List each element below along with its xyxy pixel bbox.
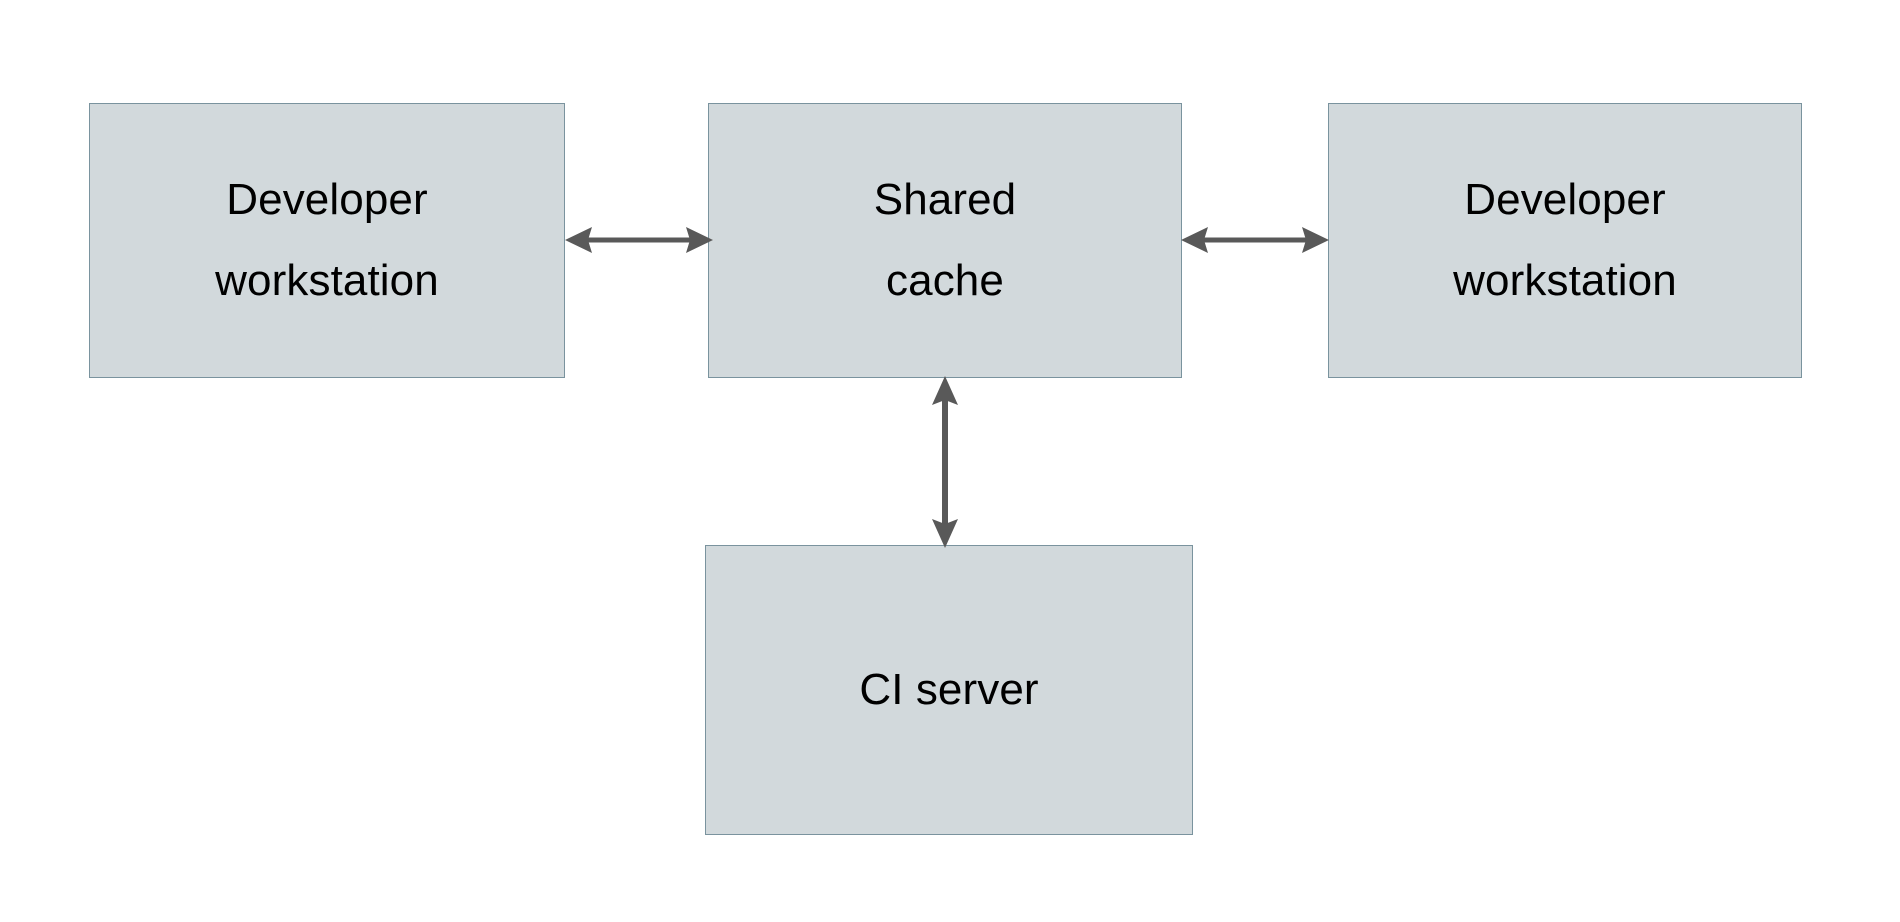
node-developer-workstation-left[interactable]: Developer workstation — [89, 103, 565, 378]
edge-developer-left-to-shared-cache[interactable] — [560, 205, 718, 275]
edge-shared-cache-to-developer-right[interactable] — [1176, 205, 1334, 275]
node-ci-server[interactable]: CI server — [705, 545, 1193, 835]
double-arrow-icon — [565, 227, 713, 253]
node-label-ci-server: CI server — [859, 664, 1039, 714]
node-shared-cache[interactable]: Shared cache — [708, 103, 1182, 378]
edge-shared-cache-to-ci-server[interactable] — [910, 372, 980, 552]
double-arrow-icon — [1181, 227, 1329, 253]
node-label-developer-workstation-left: Developer workstation — [215, 175, 439, 305]
double-arrow-icon — [932, 376, 958, 548]
node-label-shared-cache: Shared cache — [873, 175, 1017, 305]
node-developer-workstation-right[interactable]: Developer workstation — [1328, 103, 1802, 378]
node-label-developer-workstation-right: Developer workstation — [1453, 175, 1677, 305]
